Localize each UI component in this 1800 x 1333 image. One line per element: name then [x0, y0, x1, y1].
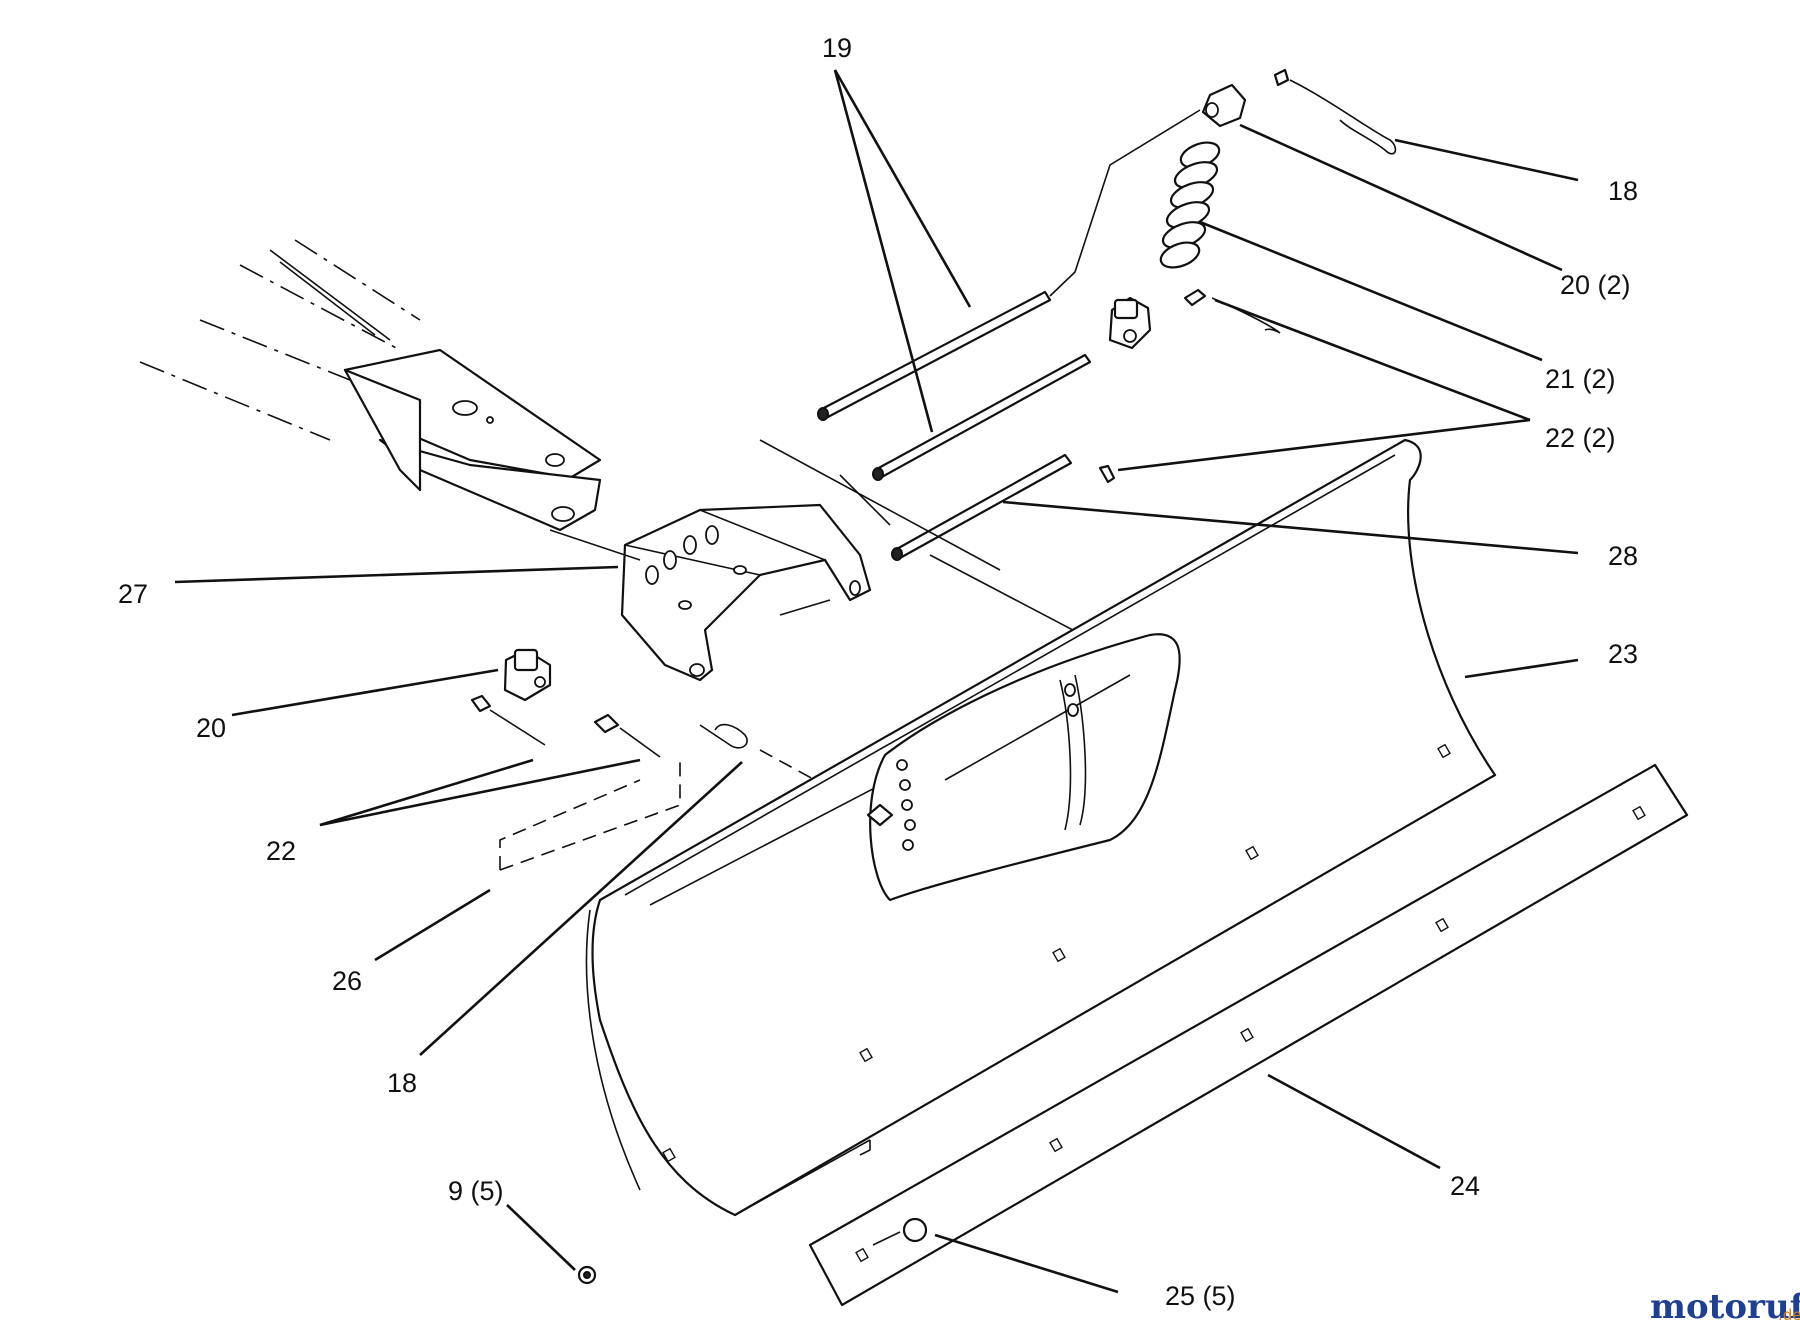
callout-22-x2: 22 (2): [1545, 423, 1616, 453]
compression-spring: [1159, 141, 1221, 269]
callout-18-bottom: 18: [387, 1068, 417, 1098]
callout-20: 20: [196, 713, 226, 743]
callout-19: 19: [822, 33, 852, 63]
watermark-suffix: .de: [1778, 1306, 1800, 1324]
callout-25-x5: 25 (5): [1165, 1281, 1236, 1311]
mounting-frame: [139, 239, 602, 532]
callout-28: 28: [1608, 541, 1638, 571]
leader-lines: [174, 69, 1579, 1294]
callout-22: 22: [266, 836, 296, 866]
callout-27: 27: [118, 579, 148, 609]
hardware-small: [577, 1217, 928, 1285]
watermark-text: motoruf: [1650, 1287, 1800, 1327]
callout-20-x2: 20 (2): [1560, 270, 1631, 300]
watermark-logo: motoruf .de: [1650, 1287, 1800, 1327]
callout-23: 23: [1608, 639, 1638, 669]
callout-21-x2: 21 (2): [1545, 364, 1616, 394]
spring-assembly: [470, 68, 1397, 781]
callout-labels: 19 18 20 (2) 21 (2) 22 (2) 28 27 23 20 2…: [118, 33, 1638, 1311]
callout-18-top: 18: [1608, 176, 1638, 206]
center-brace: [866, 633, 1181, 902]
callout-24: 24: [1450, 1171, 1480, 1201]
blade-bracket: [620, 503, 872, 682]
callout-26: 26: [332, 966, 362, 996]
cutting-edge: [808, 763, 1689, 1307]
pivot-pins: [549, 109, 1201, 661]
callout-9-x5: 9 (5): [448, 1176, 504, 1206]
wear-plate: [499, 758, 681, 871]
